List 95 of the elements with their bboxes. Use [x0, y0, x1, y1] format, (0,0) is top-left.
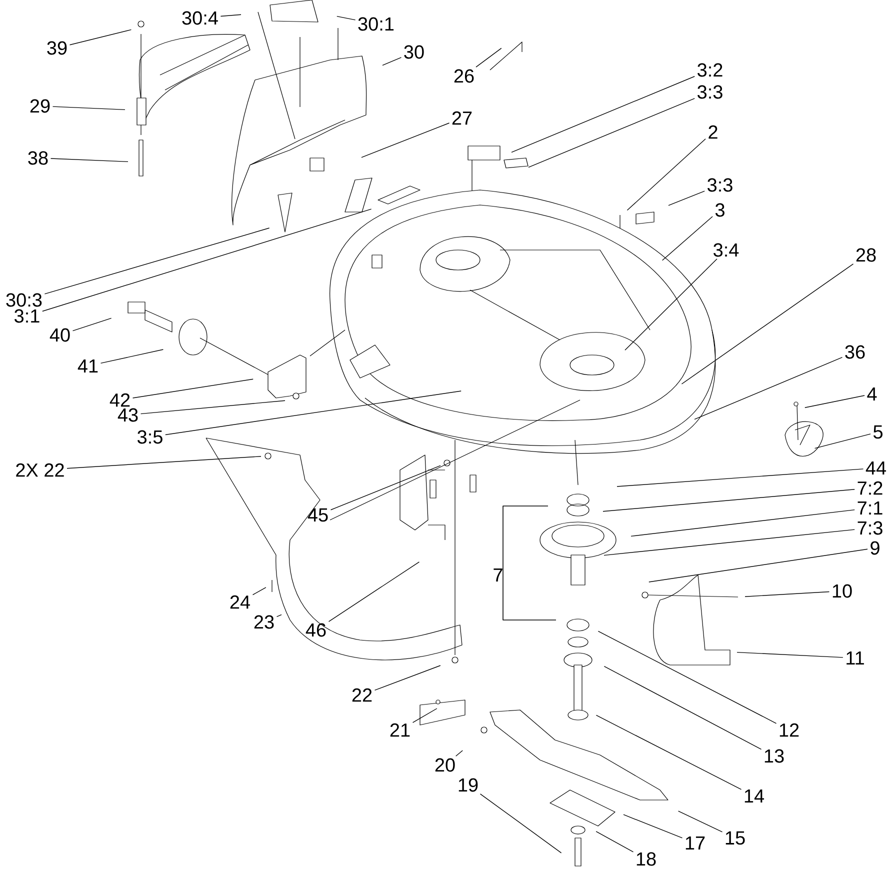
leader-line	[596, 714, 742, 790]
callout-number: 7:3	[858, 521, 882, 535]
leader-line	[328, 562, 420, 622]
leader-line	[252, 587, 266, 596]
callout-number: 42	[110, 393, 130, 407]
callout-number: 23	[254, 615, 274, 629]
callout-number: 30:4	[182, 11, 218, 25]
leader-line	[596, 831, 634, 852]
leader-line	[336, 16, 356, 20]
callout-number: 41	[78, 359, 98, 373]
callout-number: 3:1	[14, 309, 40, 323]
leader-line	[480, 794, 562, 854]
callout-number: 45	[308, 508, 328, 522]
leader-line	[276, 614, 282, 618]
callout-number: 2	[708, 125, 718, 139]
callout-number: 3:4	[714, 243, 739, 257]
callout-number: 46	[306, 623, 326, 637]
callout-number: 7	[494, 568, 502, 582]
leader-line	[604, 666, 762, 750]
callout-number: 30	[404, 45, 424, 59]
callout-number: 28	[856, 248, 876, 262]
leader-line	[604, 529, 855, 556]
leader-line	[382, 57, 402, 66]
callout-number: 36	[845, 345, 865, 359]
callout-number: 7:2	[858, 481, 882, 495]
callout-number: 14	[744, 789, 764, 803]
leader-line	[361, 122, 450, 158]
callout-number: 5	[873, 425, 882, 439]
leader-line	[412, 708, 438, 723]
callout-number: 19	[458, 778, 478, 792]
callout-number: 13	[764, 749, 784, 763]
callout-number: 3:5	[138, 430, 162, 444]
callout-number: 17	[686, 836, 705, 850]
leader-line	[140, 400, 286, 414]
callout-number: 29	[30, 99, 50, 113]
leader-line	[623, 814, 683, 838]
callout-number: 22	[352, 688, 372, 702]
leader-line	[616, 468, 864, 487]
callout-number: 18	[636, 852, 656, 866]
callout-number: 40	[50, 328, 70, 342]
callout-number: 43	[118, 408, 138, 422]
leader-line	[42, 208, 372, 312]
leader-line	[678, 810, 723, 832]
callout-number: 3	[715, 203, 724, 217]
callout-number: 11	[846, 651, 864, 665]
leader-line	[694, 357, 843, 420]
callout-number: 10	[832, 584, 852, 598]
leader-line	[528, 98, 695, 168]
callout-number: 2X 22	[16, 463, 64, 477]
leader-line	[100, 349, 164, 364]
leader-line	[455, 750, 463, 756]
leader-line	[44, 228, 270, 294]
leader-line	[626, 138, 706, 211]
leader-line	[630, 509, 855, 537]
leader-line	[744, 591, 830, 597]
leader-line	[648, 548, 868, 582]
callout-number: 24	[230, 595, 250, 609]
leader-line	[602, 489, 855, 512]
callout-number: 30:1	[358, 17, 394, 31]
leader-line	[69, 29, 132, 46]
callout-number: 20	[435, 758, 455, 772]
leader-line	[668, 190, 705, 206]
leader-line	[681, 264, 854, 384]
callout-number: 12	[780, 723, 799, 737]
leader-line	[374, 665, 441, 691]
callout-number: 3:3	[698, 85, 722, 99]
leader-line	[165, 390, 462, 436]
leader-line	[330, 465, 441, 510]
leader-line	[662, 216, 713, 261]
leader-line	[476, 48, 502, 68]
leader-line	[736, 652, 844, 658]
leader-line	[624, 258, 718, 350]
callout-number: 27	[452, 111, 472, 125]
leader-line	[132, 378, 254, 398]
callout-number: 30:3	[6, 293, 42, 307]
leader-line	[52, 106, 126, 110]
callout-number: 3:2	[698, 63, 722, 77]
callout-number: 38	[28, 151, 48, 165]
callout-number: 39	[47, 41, 67, 55]
leader-line	[598, 630, 777, 724]
callout-number: 4	[867, 387, 877, 401]
callout-number: 3:3	[708, 178, 732, 192]
leader-line	[804, 395, 865, 408]
callout-number: 15	[726, 831, 745, 845]
callout-number: 44	[866, 461, 886, 475]
leader-line	[814, 434, 871, 449]
callout-number: 21	[390, 723, 410, 737]
leader-line	[511, 76, 695, 153]
leader-line	[72, 318, 112, 332]
callout-number: 7:1	[858, 501, 882, 515]
leader-line	[66, 456, 262, 469]
callout-number: 9	[870, 541, 880, 555]
callout-number: 26	[454, 69, 474, 83]
leader-line	[220, 14, 242, 17]
leader-line	[50, 158, 128, 162]
